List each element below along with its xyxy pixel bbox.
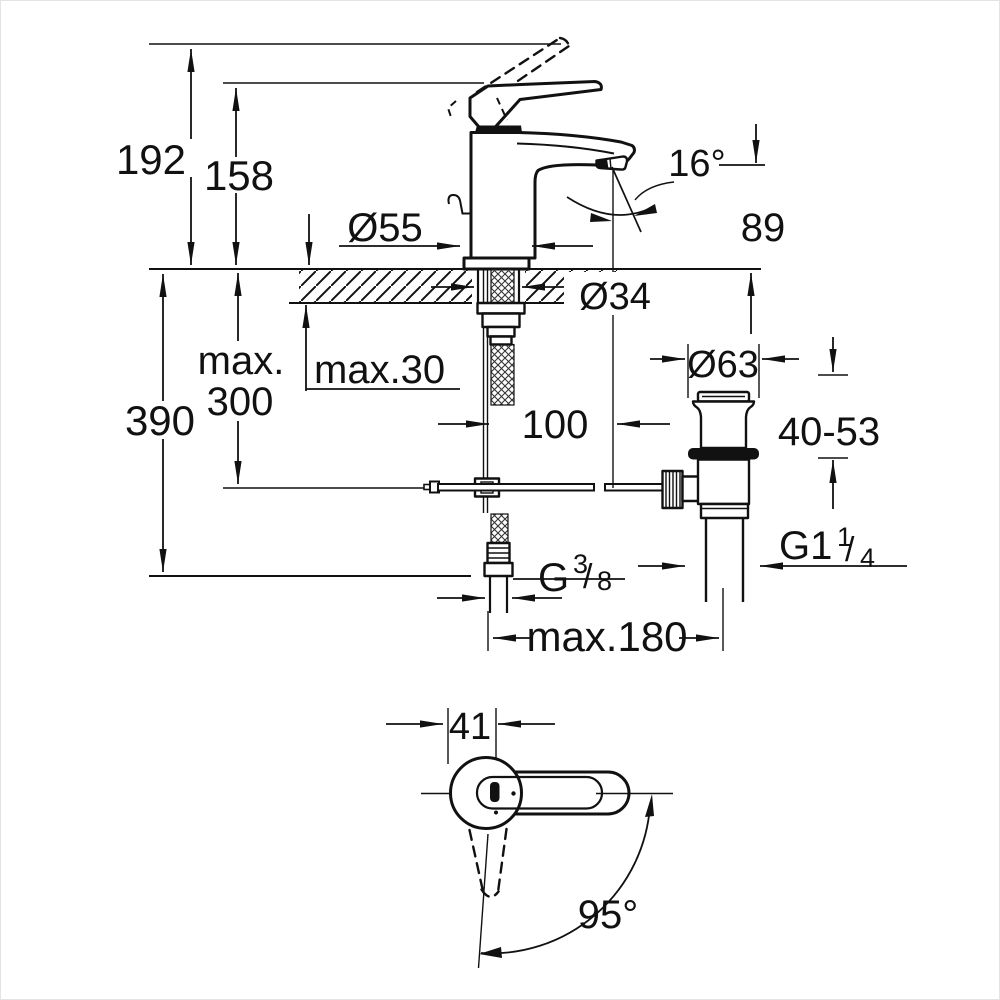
faucet-body-and-spout: [469, 131, 636, 260]
raised-lever-dashed: [475, 36, 562, 94]
dim-angle16-label: 16°: [668, 143, 725, 185]
dim-max300-label-line2: 300: [207, 380, 274, 424]
dimension-lines: [159, 49, 907, 764]
label-backgrounds: [105, 139, 663, 439]
dim-g114-base: G1: [779, 524, 832, 568]
dim-g114-slash: /: [845, 531, 855, 569]
dim-g38-denominator: 8: [597, 566, 612, 596]
shank-and-hoses: [423, 268, 665, 613]
dimension-labels: 192 158 390 max. 300 max.30 Ø55 Ø34 16° …: [116, 136, 880, 937]
dim-max300-label-line1: max.: [198, 339, 285, 383]
hose-hex-nut: [483, 561, 514, 578]
spout-angle-construction: [566, 164, 765, 488]
lever-handle: [468, 80, 603, 131]
horizontal-linkage-rod: [437, 483, 595, 492]
dim-g114-numerator: 1: [837, 522, 852, 552]
dim-192-label: 192: [116, 136, 186, 183]
dim-g38-numerator: 3: [573, 549, 588, 579]
pop-up-waste-valve: [661, 390, 759, 651]
base-flange: [462, 256, 531, 271]
angle-arc-95: [480, 805, 651, 955]
dim-angle95-label: 95°: [578, 893, 639, 937]
flexible-supply-hose: [490, 343, 515, 406]
dim-diameter34-label: Ø34: [579, 276, 651, 318]
waste-flange: [691, 400, 756, 450]
dim-40-53-label: 40-53: [778, 410, 880, 454]
dim-max180-label: max.180: [526, 613, 687, 660]
body-top-view: [449, 756, 523, 830]
dim-max30-label: max.30: [314, 348, 445, 392]
swivelled-lever-dashed: [468, 828, 484, 891]
threaded-shank: [490, 268, 515, 304]
dim-390-label: 390: [125, 397, 195, 444]
pop-up-pull-knob: [447, 193, 471, 215]
angle-arc-16: [566, 196, 654, 216]
dim-diameter63-label: Ø63: [687, 344, 759, 386]
waste-body: [696, 458, 751, 506]
mounting-nut: [481, 312, 521, 329]
dim-diameter55-label: Ø55: [347, 206, 423, 250]
dim-158-label: 158: [204, 152, 274, 199]
mounting-washer: [476, 301, 526, 315]
waste-o-ring: [688, 448, 759, 460]
dim-g38-slash: /: [583, 558, 593, 596]
dim-g38-base: G: [538, 556, 569, 600]
reference-lines: [149, 43, 761, 577]
faucet-top-view: [421, 756, 673, 969]
cartridge-cap-band: [475, 125, 522, 133]
dim-100-label: 100: [522, 403, 589, 447]
dim-g114-denominator: 4: [860, 543, 875, 573]
dim-89-label: 89: [741, 206, 786, 250]
faucet-side-view: [446, 36, 636, 271]
dim-41-label: 41: [449, 706, 491, 748]
